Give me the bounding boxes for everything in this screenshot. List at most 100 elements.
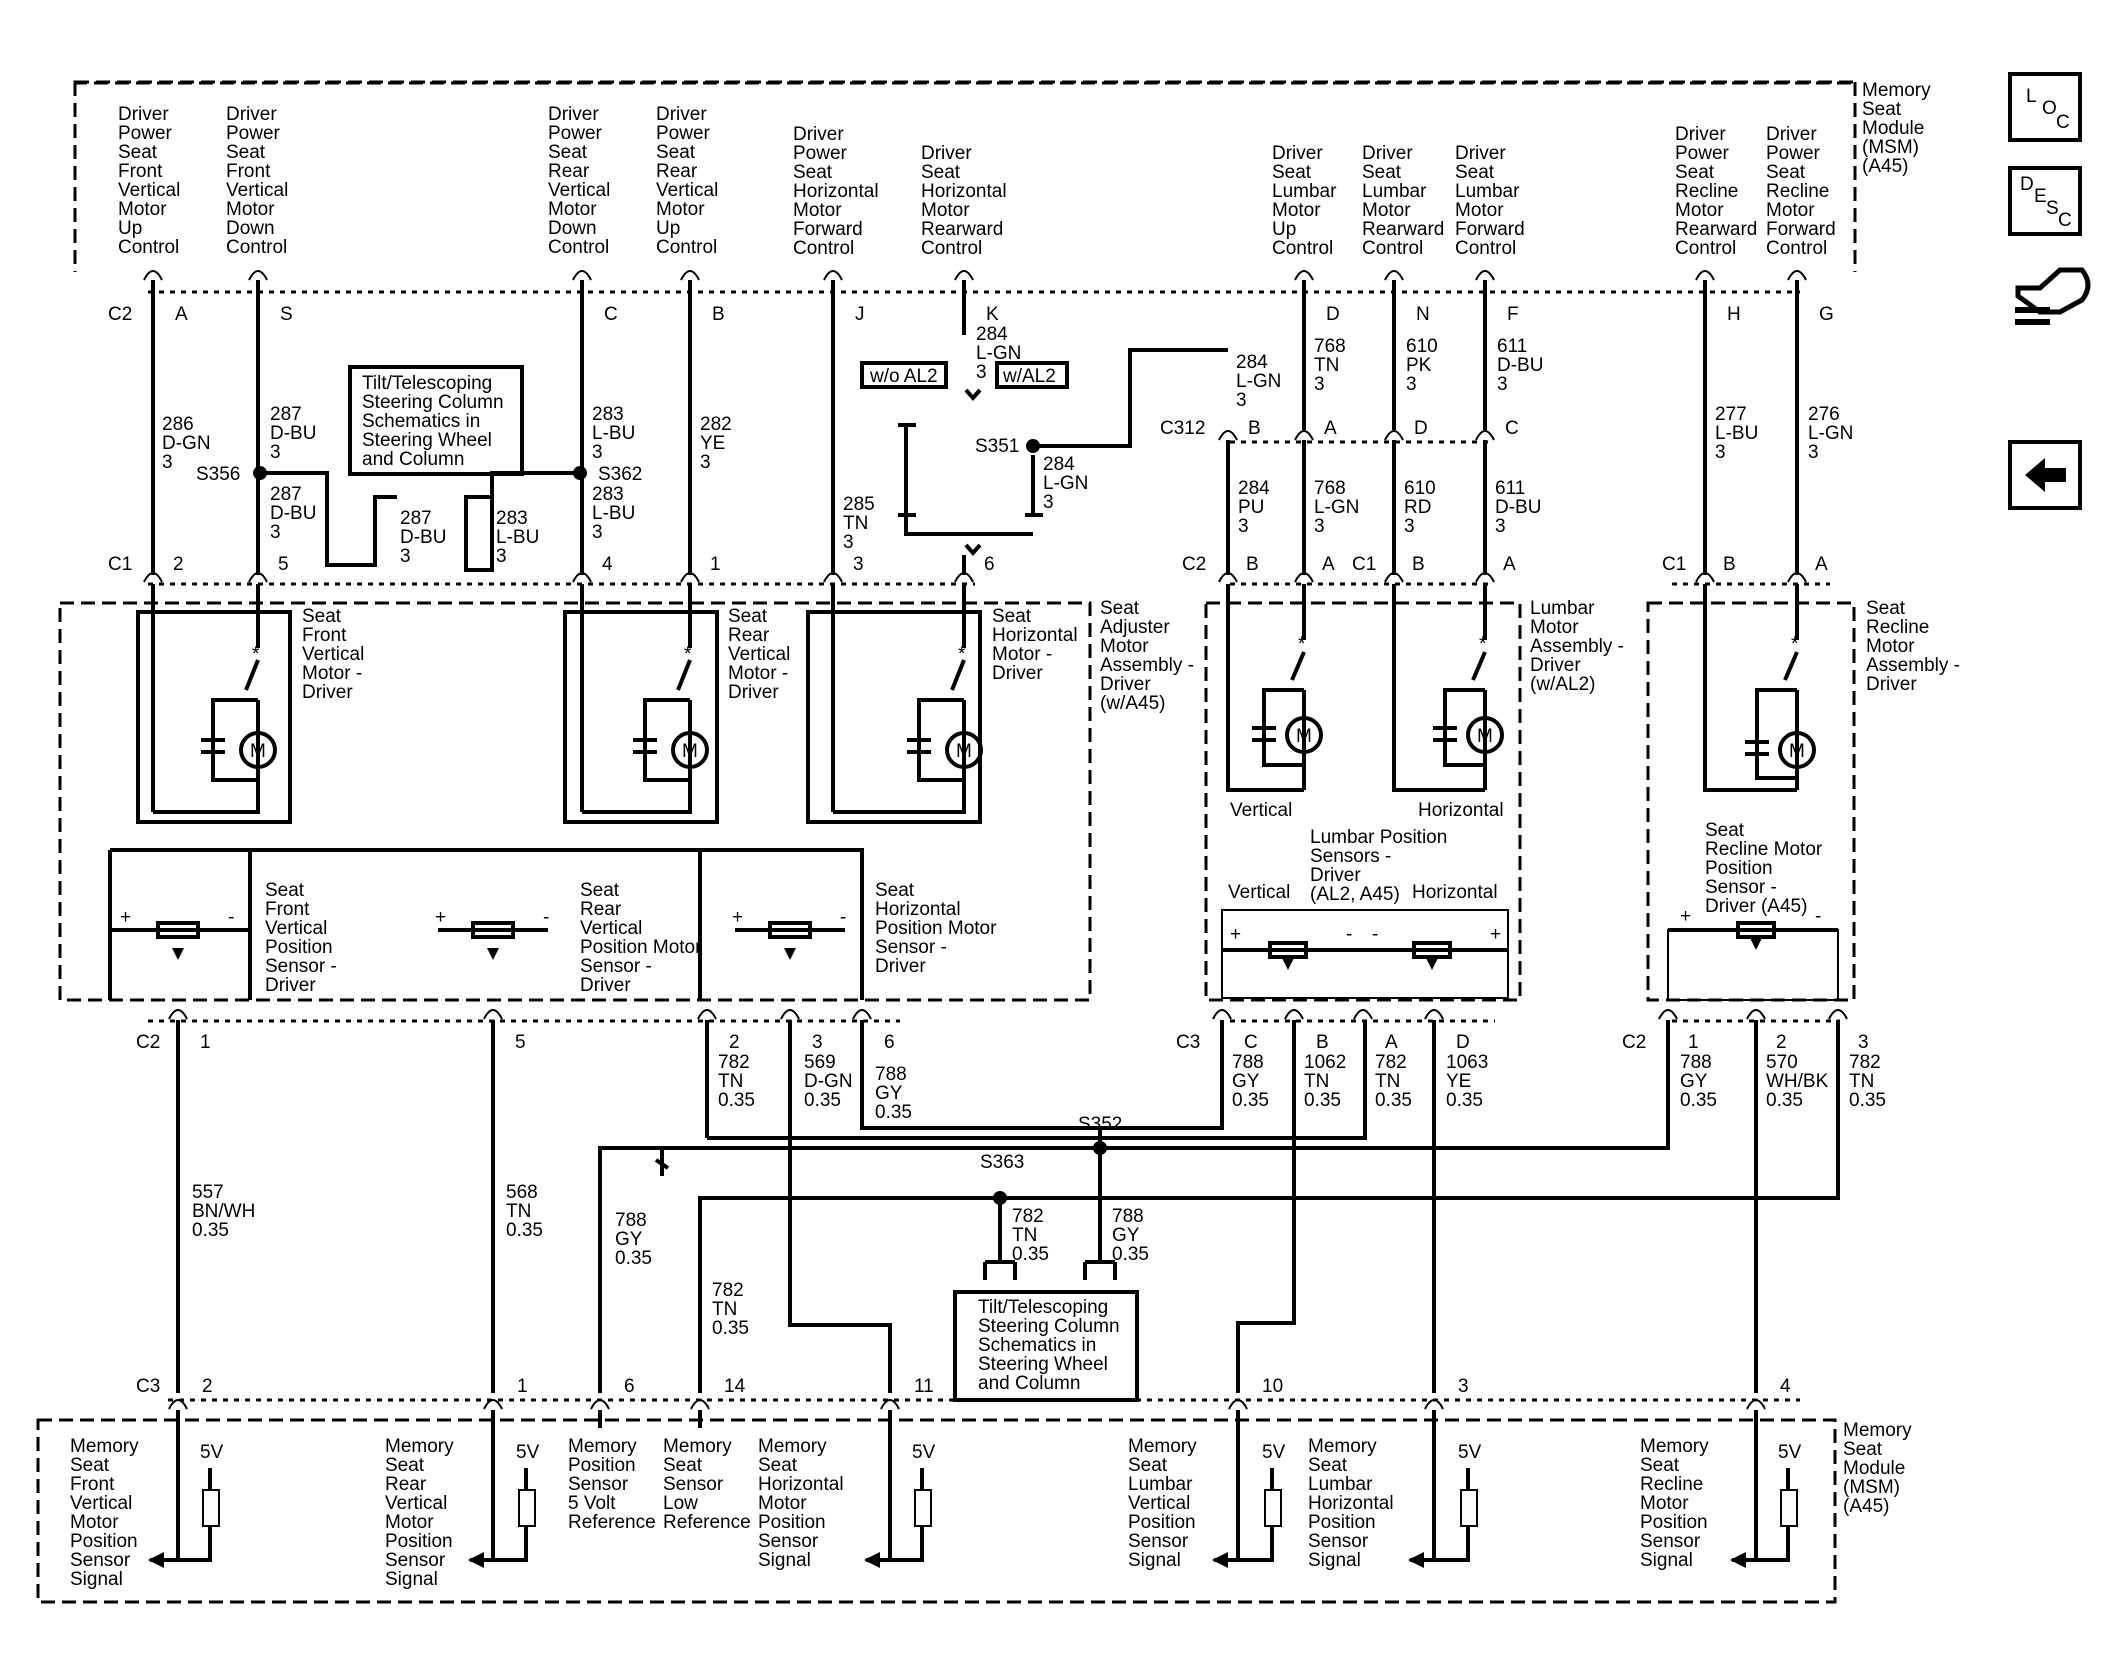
circuit-label-6-line: Up bbox=[1272, 219, 1296, 240]
svg-text:E: E bbox=[2034, 186, 2047, 207]
wire-282-label-line: 3 bbox=[700, 452, 711, 473]
sig-horizontal-label-line: Sensor bbox=[758, 1531, 819, 1552]
circuit-label-6-line: Driver bbox=[1272, 143, 1323, 164]
sig-front-vertical-label-line: Sensor bbox=[70, 1550, 131, 1571]
circuit-label-4-line: Control bbox=[793, 238, 854, 259]
c1-pin-3 bbox=[823, 572, 843, 583]
circuit-label-9-line: Power bbox=[1675, 143, 1730, 164]
sensor-label-2-line: Driver bbox=[875, 956, 926, 977]
circuit-label-9: DriverPowerSeatReclineMotorRearwardContr… bbox=[1675, 124, 1757, 259]
circuit-label-1-line: Front bbox=[226, 161, 271, 182]
circuit-label-1-line: Motor bbox=[226, 199, 275, 220]
recline-wiper bbox=[1750, 938, 1762, 950]
svg-text:(A45): (A45) bbox=[1843, 1496, 1889, 1517]
sig-lumbar-horizontal-5v: 5V bbox=[1458, 1442, 1482, 1463]
lumbar-wiper-1 bbox=[1426, 958, 1438, 970]
circuit-label-0-line: Driver bbox=[118, 104, 169, 125]
recline-motor-wire bbox=[1703, 584, 1799, 792]
front-vertical-motor-label-line: Driver bbox=[302, 682, 353, 703]
seat-adjuster-c1-label: C1 bbox=[108, 554, 132, 575]
front-vertical-motor-label-line: Front bbox=[302, 625, 347, 646]
sig-lumbar-vertical-label-line: Sensor bbox=[1128, 1531, 1189, 1552]
lumbar-sensors-label-line: Lumbar Position bbox=[1310, 827, 1447, 848]
loc-button[interactable]: L O C bbox=[2008, 72, 2082, 142]
circuit-label-3-line: Seat bbox=[656, 142, 696, 163]
wire-285-label-line: TN bbox=[843, 513, 868, 534]
rear-vertical-motor-label-line: Rear bbox=[728, 625, 770, 646]
circuit-label-4-line: Seat bbox=[793, 162, 833, 183]
sensor-label-0-line: Position bbox=[265, 937, 333, 958]
circuit-label-3-line: Up bbox=[656, 218, 680, 239]
top-pin-letter-10: G bbox=[1819, 304, 1834, 325]
recline-pin-1 bbox=[1787, 572, 1807, 583]
sensor-minus-0: - bbox=[228, 907, 234, 928]
wire-782b-label-line: TN bbox=[1375, 1071, 1400, 1092]
circuit-label-0-line: Seat bbox=[118, 142, 158, 163]
c312-label: C312 bbox=[1160, 418, 1205, 439]
top-pin-3 bbox=[680, 270, 700, 281]
option-with-al2 bbox=[995, 361, 1069, 389]
sig-lumbar-horizontal-label-line: Memory bbox=[1308, 1436, 1377, 1457]
adjuster-sensor-conn-label: C2 bbox=[136, 1032, 160, 1053]
desc-button[interactable]: D E S C bbox=[2008, 166, 2082, 236]
s351-wire bbox=[1033, 348, 1228, 448]
wire-s363-782-label-line: TN bbox=[1012, 1225, 1037, 1246]
top-pin-4 bbox=[823, 270, 843, 281]
wire-768-label-line: TN bbox=[1314, 355, 1339, 376]
sig-recline bbox=[1732, 1410, 1758, 1562]
circuit-label-3-line: Control bbox=[656, 237, 717, 258]
wire-788c-label-line: GY bbox=[1680, 1071, 1708, 1092]
adj-sensor-pin-num-5: 5 bbox=[515, 1032, 526, 1053]
svg-text:3: 3 bbox=[496, 546, 507, 567]
sig-recline-label-line: Position bbox=[1640, 1512, 1708, 1533]
sig-horizontal-label: MemorySeatHorizontalMotorPositionSensorS… bbox=[758, 1436, 844, 1571]
sensor-label-2-line: Position Motor bbox=[875, 918, 997, 939]
rear-vertical-motor-box bbox=[563, 610, 719, 824]
sig-recline-label: MemorySeatReclineMotorPositionSensorSign… bbox=[1640, 1436, 1709, 1571]
adj-sensor-pin-5 bbox=[483, 1009, 503, 1020]
sig-recline-label-line: Motor bbox=[1640, 1493, 1689, 1514]
sig-rear-vertical-resistor bbox=[518, 1489, 536, 1527]
sig-horizontal-resistor bbox=[914, 1489, 932, 1527]
sig-horizontal-label-line: Position bbox=[758, 1512, 826, 1533]
c312-wire-label-B-line: PU bbox=[1238, 497, 1264, 518]
c312-wire-label-C-line: D-BU bbox=[1495, 497, 1541, 518]
adj-sensor-pin-num-3: 3 bbox=[812, 1032, 823, 1053]
circuit-label-1-line: Power bbox=[226, 123, 281, 144]
sensor-label-1-line: Seat bbox=[580, 880, 620, 901]
c312-wire-label-B-line: 3 bbox=[1238, 516, 1249, 537]
connector-icon[interactable] bbox=[2015, 267, 2091, 325]
svg-text:L: L bbox=[2026, 86, 2037, 107]
c312-pin-C bbox=[1475, 430, 1495, 441]
sig-rear-vertical-label-line: Rear bbox=[385, 1474, 427, 1495]
wire-569 bbox=[788, 1020, 892, 1393]
lumbar-sensors-label-line: Sensors - bbox=[1310, 846, 1391, 867]
wire-782-mid-label-line: 782 bbox=[712, 1280, 744, 1301]
msm-bottom-border bbox=[36, 1418, 1837, 1604]
lumbar-wiper-0 bbox=[1282, 958, 1294, 970]
wire-570-label-line: 0.35 bbox=[1766, 1090, 1803, 1111]
sensor-wiper-2 bbox=[784, 948, 796, 960]
svg-text:Driver: Driver bbox=[1100, 674, 1151, 695]
sig-rear-vertical bbox=[470, 1410, 495, 1562]
back-button[interactable] bbox=[2008, 440, 2082, 510]
wire-788c-label-line: 0.35 bbox=[1680, 1090, 1717, 1111]
circuit-label-3-line: Motor bbox=[656, 199, 705, 220]
wire-788-bus bbox=[860, 1020, 1224, 1130]
tilt-box-top bbox=[348, 365, 524, 476]
sig-lumbar-horizontal-pullup bbox=[1418, 1526, 1470, 1562]
sig-lumbar-horizontal-label-line: Position bbox=[1308, 1512, 1376, 1533]
svg-text:Memory: Memory bbox=[1862, 80, 1931, 101]
sig-rear-vertical-label-line: Vertical bbox=[385, 1493, 447, 1514]
splice-s352-label: S352 bbox=[1078, 1114, 1122, 1135]
sig-lumbar-vertical-label-line: Position bbox=[1128, 1512, 1196, 1533]
wire-1062-label-line: TN bbox=[1304, 1071, 1329, 1092]
c1-pin-num-2: 2 bbox=[173, 554, 184, 575]
c1-pin-1 bbox=[680, 572, 700, 583]
